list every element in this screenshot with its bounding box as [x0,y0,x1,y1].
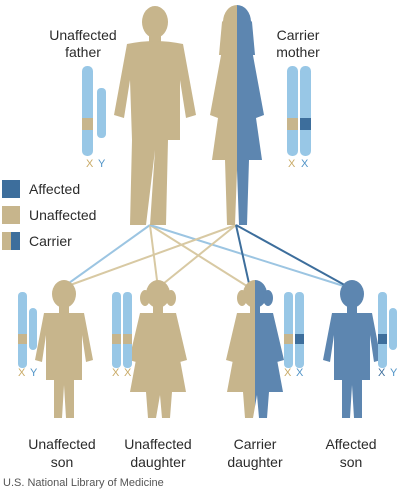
child4-label-line2: son [340,454,363,470]
legend-carrier: Carrier [2,228,96,254]
carrier-swatch [2,232,20,250]
child3-chrom-a: X [284,367,292,379]
child3-chrom-b: X [296,367,304,379]
affected-swatch [2,180,20,198]
child4-chromosomes: X Y [378,292,398,379]
child-carrier-daughter-figure [226,280,284,418]
father-chromosomes: X Y [82,66,106,170]
mother-x2-label: X [301,158,309,170]
line-father-carrier-daughter [150,225,250,288]
child2-label-line2: daughter [130,454,186,470]
child1-chromosomes: X Y [18,292,38,379]
child4-chrom-a: X [378,367,386,379]
credit-line: U.S. National Library of Medicine [3,477,164,489]
inheritance-lines [62,225,350,288]
mother-label-line1: Carrier [277,27,320,43]
child4-chrom-b: Y [390,367,398,379]
legend: Affected Unaffected Carrier [2,176,96,254]
legend-unaffected: Unaffected [2,202,96,228]
father-figure [114,6,196,225]
child1-chrom-b: Y [30,367,38,379]
mother-chromosomes: X X [287,66,311,170]
child2-chromosomes: X X [112,292,132,379]
line-mother-daughter [158,225,236,288]
child-unaffected-daughter-figure [129,280,187,418]
legend-affected: Affected [2,176,96,202]
child3-chromosomes: X X [284,292,304,379]
child3-label-line2: daughter [227,454,283,470]
legend-affected-label: Affected [29,181,80,197]
child-affected-son-figure [323,280,381,418]
unaffected-swatch [2,206,20,224]
child2-label-line1: Unaffected [124,436,191,452]
legend-unaffected-label: Unaffected [29,207,96,223]
mother-x1-label: X [288,158,296,170]
mother-label-line2: mother [276,44,320,60]
father-label-line2: father [65,44,101,60]
child2-chrom-b: X [124,367,132,379]
child2-chrom-a: X [112,367,120,379]
mother-figure [210,5,264,225]
line-father-affected-son [150,225,350,288]
child1-label-line2: son [51,454,74,470]
father-y-label: Y [98,158,106,170]
legend-carrier-label: Carrier [29,233,72,249]
child1-label-line1: Unaffected [28,436,95,452]
child-unaffected-son-figure [35,280,93,418]
father-x-label: X [86,158,94,170]
child4-label-line1: Affected [325,436,376,452]
child1-chrom-a: X [18,367,26,379]
child3-label-line1: Carrier [234,436,277,452]
father-label-line1: Unaffected [49,27,116,43]
